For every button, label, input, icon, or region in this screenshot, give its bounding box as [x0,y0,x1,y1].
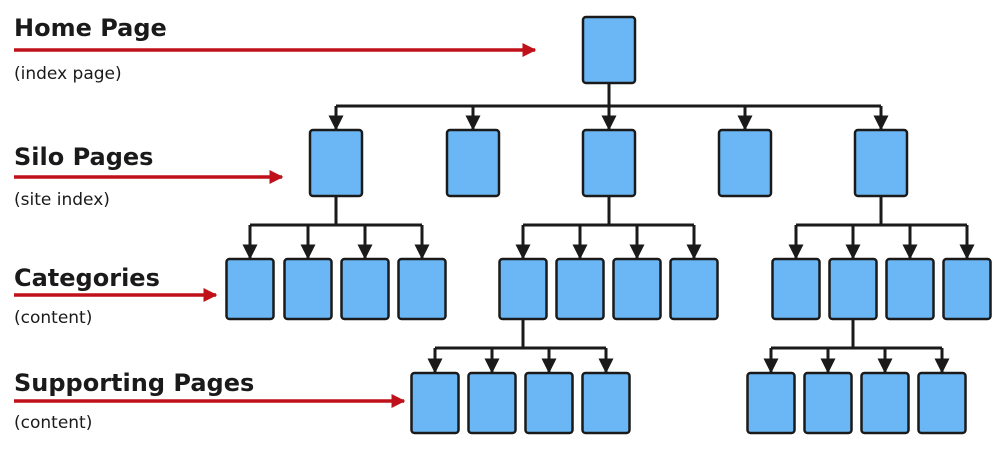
supporting-page-box-6 [803,371,853,435]
supporting-page-box-3 [524,371,574,435]
category-page-box-5 [498,257,548,321]
supporting-page-box-7 [860,371,910,435]
category-page-box-11 [885,257,935,321]
category-page-box-9 [771,257,821,321]
category-page-box-4 [397,257,447,321]
home-page-box-1 [581,15,637,85]
category-page-box-1 [225,257,275,321]
page-boxes [225,15,992,435]
category-page-box-8 [669,257,719,321]
level-title-categories: Categories [14,264,160,292]
supporting-page-box-8 [917,371,967,435]
category-page-box-12 [942,257,992,321]
category-page-box-7 [612,257,662,321]
supporting-page-box-1 [410,371,460,435]
level-subtitle-supporting: (content) [14,413,93,433]
level-pointer-arrows [14,43,537,408]
silo-page-box-4 [717,128,773,198]
level-title-supporting: Supporting Pages [14,369,255,397]
supporting-page-box-5 [746,371,796,435]
category-page-box-6 [555,257,605,321]
silo-page-box-3 [581,128,637,198]
silo-page-box-5 [853,128,909,198]
level-subtitle-silo: (site index) [14,190,110,210]
level-subtitle-categories: (content) [14,308,93,328]
level-title-home: Home Page [14,14,167,42]
category-page-box-2 [283,257,333,321]
tree-connectors [242,83,975,374]
silo-page-box-1 [308,128,364,198]
category-page-box-10 [828,257,878,321]
level-subtitle-home: (index page) [14,64,122,84]
silo-page-box-2 [445,128,501,198]
level-title-silo: Silo Pages [14,143,154,171]
category-page-box-3 [340,257,390,321]
supporting-page-box-4 [581,371,631,435]
supporting-page-box-2 [467,371,517,435]
